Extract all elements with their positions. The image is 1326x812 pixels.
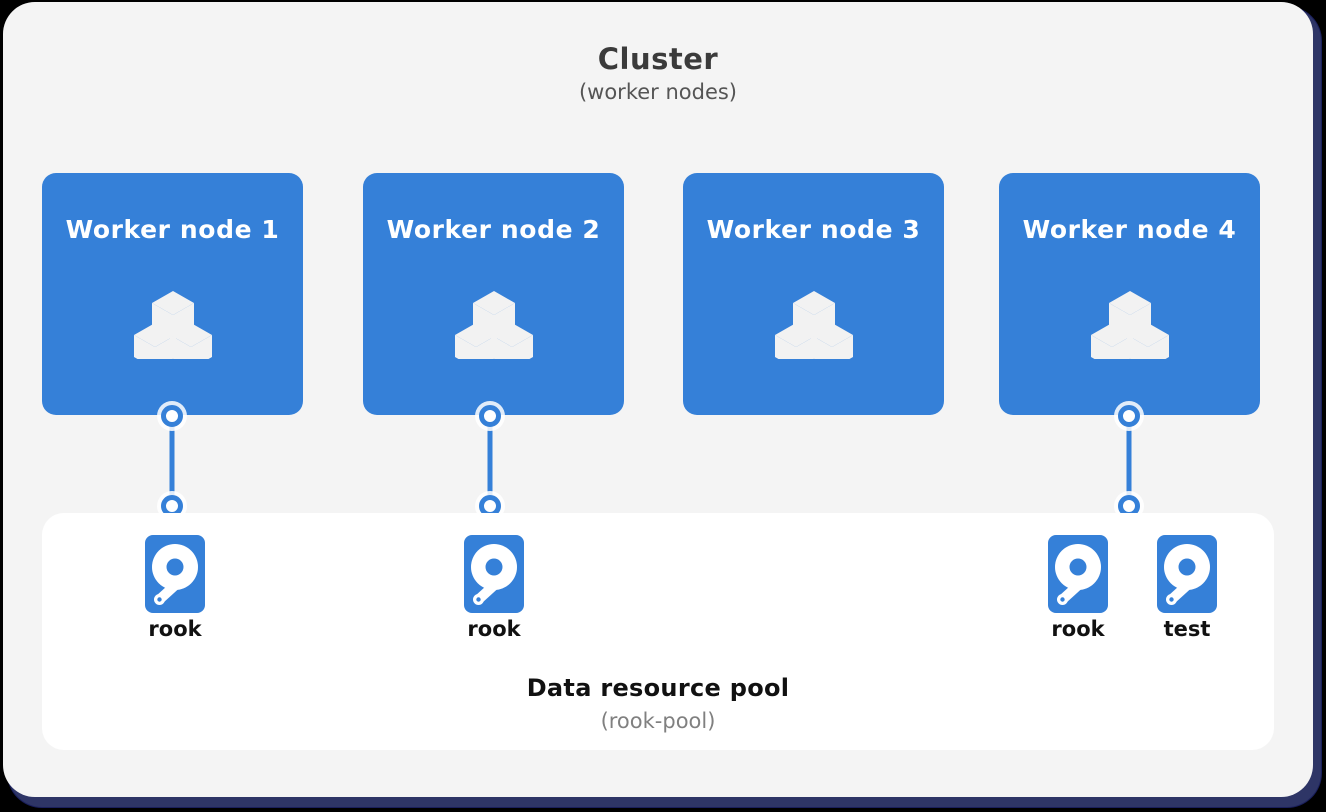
disk-test[interactable]: test [1155, 535, 1219, 641]
disk-rook-2[interactable]: rook [462, 535, 526, 641]
disk-label: rook [1051, 617, 1105, 641]
pool-subtitle: (rook-pool) [600, 709, 716, 733]
worker-node-3-label: Worker node 3 [706, 215, 921, 244]
cubes-icon [454, 289, 533, 369]
disk-label: rook [467, 617, 521, 641]
connector-line [1126, 413, 1132, 509]
connector-node2-to-rook [468, 405, 512, 517]
disk-rook-3[interactable]: rook [1046, 535, 1110, 641]
worker-node-1[interactable]: Worker node 1 [42, 173, 303, 415]
connector-node1-to-rook [150, 405, 194, 517]
cluster-title: Cluster [597, 42, 719, 76]
connector-line [487, 413, 493, 509]
hard-disk-icon [1157, 535, 1217, 613]
connector-endpoint-top [161, 405, 183, 427]
connector-endpoint-top [479, 405, 501, 427]
worker-node-4-label: Worker node 4 [1022, 215, 1237, 244]
disk-label: rook [148, 617, 202, 641]
worker-node-4[interactable]: Worker node 4 [999, 173, 1260, 415]
cluster-subtitle: (worker nodes) [578, 80, 738, 104]
data-resource-pool: rook rook [42, 513, 1274, 750]
worker-node-1-label: Worker node 1 [65, 215, 280, 244]
cubes-icon [1090, 289, 1169, 369]
disk-label: test [1163, 617, 1211, 641]
hard-disk-icon [464, 535, 524, 613]
cubes-icon [774, 289, 853, 369]
pool-title: Data resource pool [526, 674, 790, 702]
hard-disk-icon [1048, 535, 1108, 613]
cluster-container: Cluster (worker nodes) Worker node 1 [3, 2, 1313, 797]
worker-node-2[interactable]: Worker node 2 [363, 173, 624, 415]
connector-endpoint-top [1118, 405, 1140, 427]
worker-node-2-label: Worker node 2 [386, 215, 601, 244]
connector-node4-to-rook [1107, 405, 1151, 517]
connector-line [169, 413, 175, 509]
cubes-icon [133, 289, 212, 369]
disk-rook-1[interactable]: rook [143, 535, 207, 641]
hard-disk-icon [145, 535, 205, 613]
worker-node-3[interactable]: Worker node 3 [683, 173, 944, 415]
